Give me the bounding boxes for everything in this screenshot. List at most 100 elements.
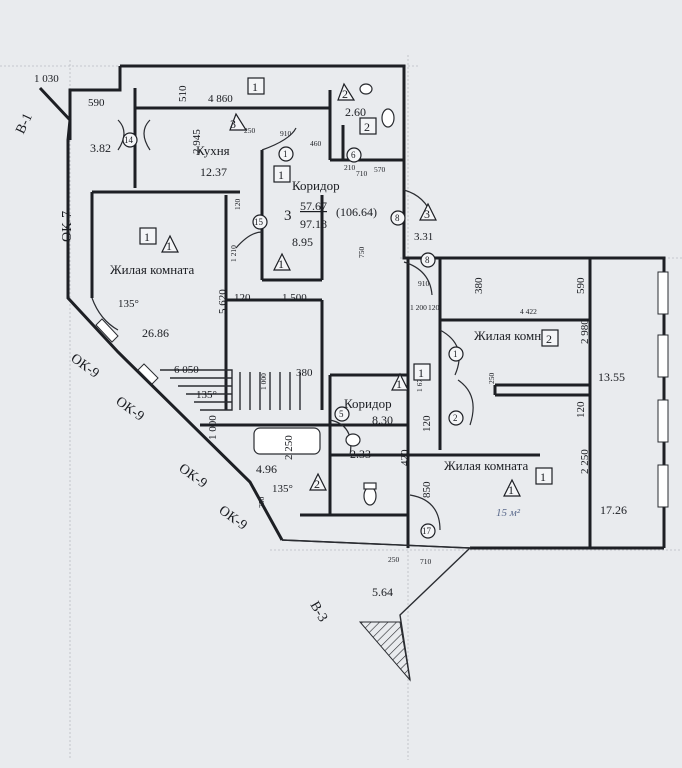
dimension: 750: [257, 497, 266, 509]
marker-triangle: 3: [230, 117, 236, 131]
sink: [345, 433, 361, 447]
dimension: 380: [473, 277, 485, 294]
room-name-living: Жилая комната: [474, 328, 558, 343]
fixtures: [253, 83, 395, 506]
angle: 135°: [272, 483, 293, 495]
marker-box: 1: [144, 230, 150, 244]
marker-box: 1: [252, 80, 258, 94]
dimension: 590: [88, 97, 105, 109]
dimension: 3.31: [414, 231, 433, 243]
door-arc: [329, 419, 352, 456]
room-area-bath: 4.96: [256, 462, 277, 476]
room-area-hall: 8.95: [292, 235, 313, 249]
interior-walls: [90, 88, 592, 549]
room-labels: Кухня 12.37 Коридор Жилая комната 26.86 …: [90, 105, 627, 599]
apartment-summary: 3 57.67 (106.64) 97.18: [284, 199, 377, 231]
room-area-pantry: 3.82: [90, 141, 111, 155]
dimension: 2 980: [579, 319, 591, 344]
room-name-corridor: Коридор: [344, 396, 392, 411]
dimension: 1 000: [259, 373, 268, 390]
dimension: 1 030: [34, 73, 59, 85]
dimension: 1 200: [410, 303, 427, 312]
dimension-labels: 1 030 590 510 4 860 2 945 250 910 460 21…: [34, 73, 591, 566]
dimension: 750: [357, 247, 366, 259]
apartment-number: 3: [284, 208, 292, 224]
room-name-living: Жилая комната: [110, 262, 194, 277]
dimension: 120: [428, 303, 440, 312]
marker-triangle: 2: [342, 87, 348, 101]
marker-triangle: 3: [424, 207, 430, 221]
axis-labels: В-1 ОК-7 ОК-9 ОК-9 ОК-9 ОК-9 В-3: [13, 111, 330, 625]
dimension: 460: [310, 139, 322, 148]
marker-triangle: 1: [278, 257, 284, 271]
marker-box: 1: [418, 366, 424, 380]
marker-circle: 8: [395, 213, 400, 223]
stairs: [160, 369, 301, 411]
dimension: 910: [418, 279, 430, 288]
living-area: 57.67: [300, 199, 327, 213]
room-area-wc: 2.33: [350, 447, 371, 461]
room-area-living: 26.86: [142, 326, 169, 340]
door-arc: [235, 231, 263, 249]
angle-labels: 135° 135° 135°: [118, 298, 293, 495]
axis-label: ОК-7: [60, 211, 75, 242]
bathtub: [253, 427, 321, 455]
door-arc: [117, 119, 125, 151]
room-name-kitchen: Кухня: [196, 143, 230, 158]
triangle-markers: 3 2 1 1 1 2 1 3: [161, 82, 521, 497]
marker-triangle: 2: [314, 477, 320, 491]
dimension: 1 210: [229, 245, 238, 262]
dimension: 210: [344, 163, 356, 172]
axis-label: ОК-9: [216, 503, 250, 533]
dimension: 380: [296, 367, 313, 379]
marker-circle: 15: [254, 217, 264, 227]
room-area-wc: 2.60: [345, 105, 366, 119]
marker-circle: 1: [283, 149, 288, 159]
marker-circle: 8: [425, 255, 430, 265]
room-area-corridor: 8.30: [372, 413, 393, 427]
loggia: [281, 539, 472, 682]
dimension: 910: [280, 129, 292, 138]
room-name-corridor: Коридор: [292, 178, 340, 193]
dimension: 710: [420, 557, 432, 566]
room-area-living: 17.26: [600, 503, 627, 517]
dimension: 120: [233, 199, 242, 211]
dimension: 4 422: [520, 307, 537, 316]
sink: [359, 83, 373, 95]
dimension: 2 250: [579, 449, 591, 474]
marker-box: 2: [546, 332, 552, 346]
dimension: 1 500: [282, 292, 307, 304]
room-area-living: 13.55: [598, 370, 625, 384]
marker-circle: 17: [422, 526, 432, 536]
dimension: 250: [487, 373, 496, 385]
toilet: [381, 108, 395, 128]
door-arc: [409, 494, 441, 531]
angle: 135°: [118, 298, 139, 310]
room-name-living: Жилая комната: [444, 458, 528, 473]
dimension: 6 050: [174, 364, 199, 376]
marker-triangle: 1: [508, 483, 514, 497]
marker-circle: 6: [351, 150, 356, 160]
dimension: 710: [356, 169, 368, 178]
hatched-column: [358, 621, 411, 682]
marker-triangle: 1: [396, 377, 402, 391]
door-arc: [91, 297, 119, 331]
dimension: 1 000: [207, 415, 219, 440]
door-arc: [403, 261, 433, 296]
dimension: 120: [575, 401, 587, 418]
dimension: 2 250: [283, 435, 295, 460]
handwritten-note: 15 м²: [496, 507, 521, 519]
axis-label: ОК-9: [176, 461, 210, 491]
axis-label: В-3: [307, 599, 330, 625]
dimension: 120: [234, 292, 251, 304]
windows: [95, 271, 669, 508]
dimension: 5 620: [217, 289, 229, 314]
toilet-tank: [363, 482, 377, 490]
room-area-kitchen: 12.37: [200, 165, 227, 179]
dimension: 250: [388, 555, 400, 564]
toilet: [363, 486, 377, 506]
marker-box: 1: [540, 470, 546, 484]
angle: 135°: [196, 389, 217, 401]
